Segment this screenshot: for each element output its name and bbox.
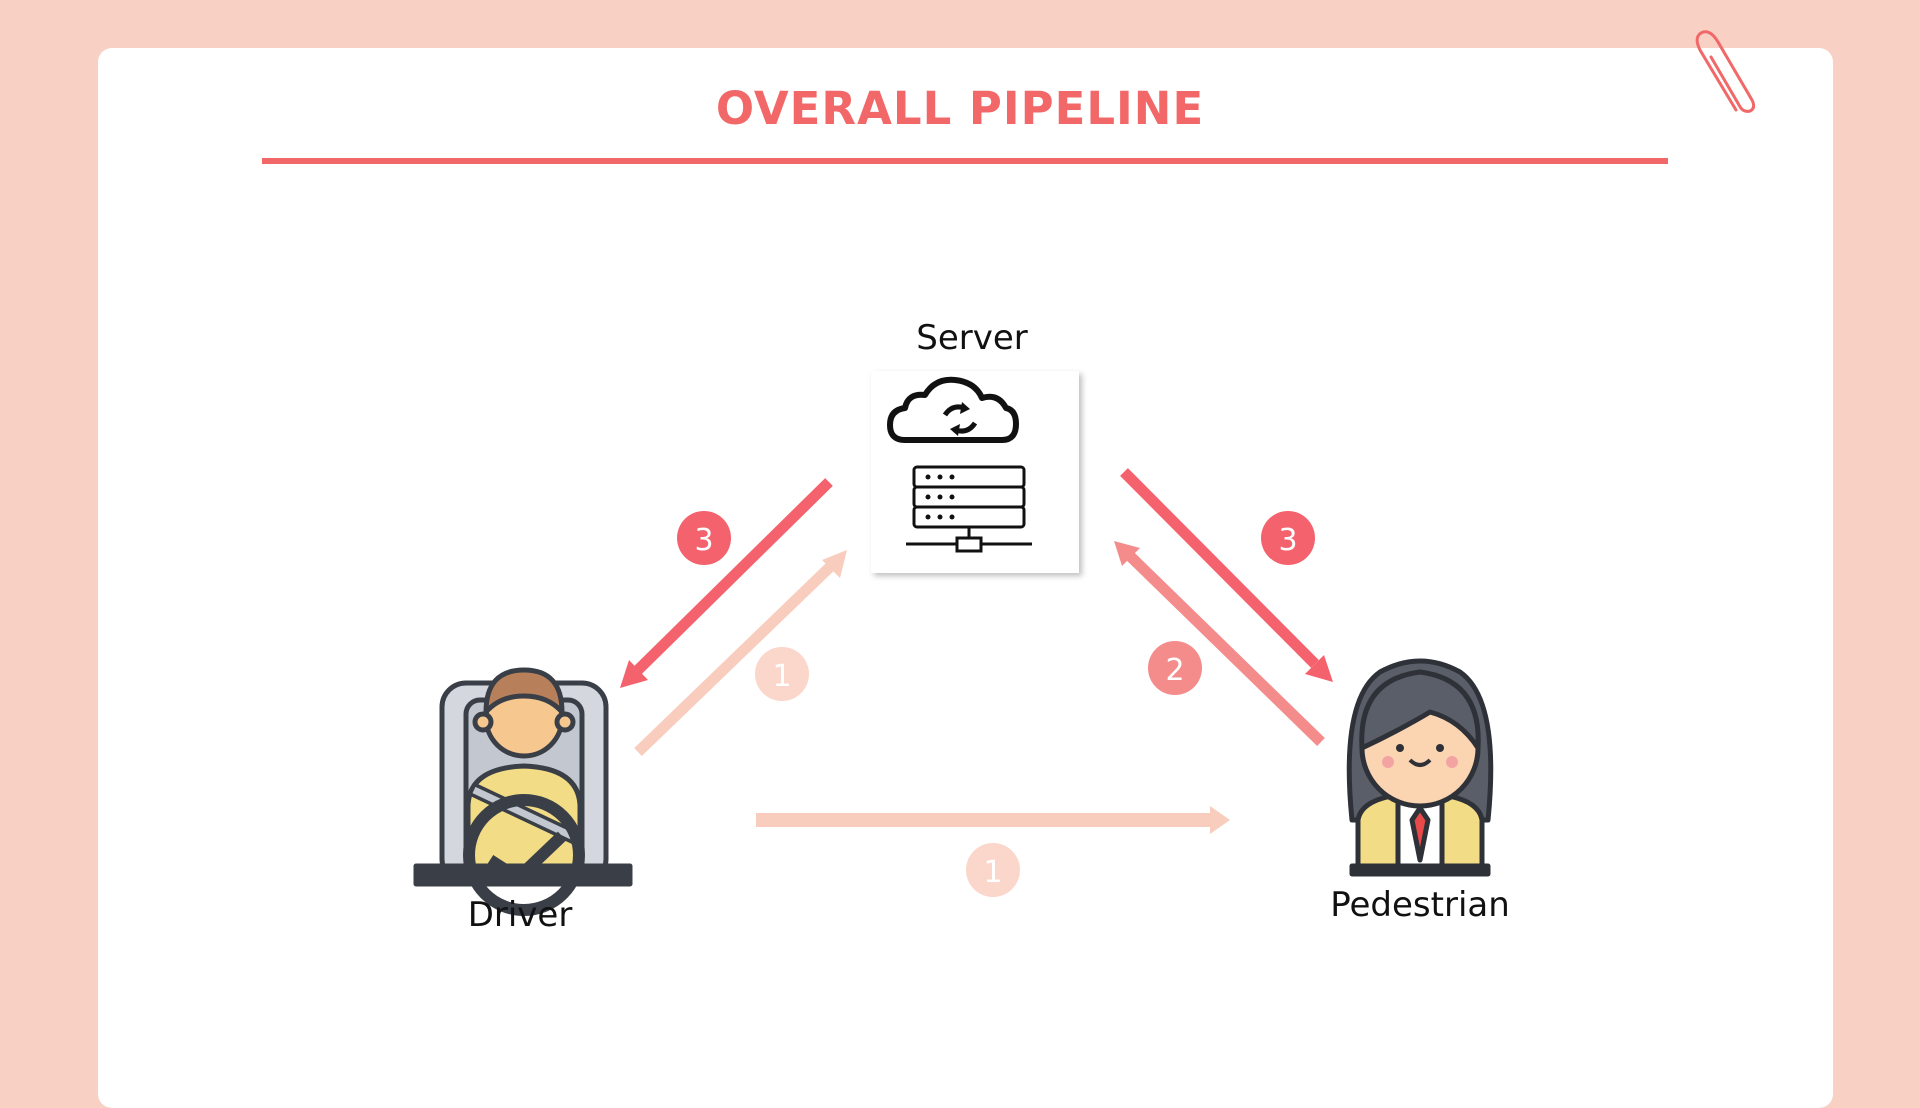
step-badge-driver-to-server: 1 [755, 647, 809, 701]
pedestrian-icon [1346, 658, 1494, 877]
pipeline-diagram: 3 1 3 2 1 [413, 30, 1756, 916]
step-badge-server-to-pedestrian: 3 [1261, 511, 1315, 565]
step-badge-server-to-driver: 3 [677, 511, 731, 565]
arrow-server-to-driver [620, 478, 833, 688]
arrow-server-to-pedestrian [1120, 468, 1333, 682]
server-label: Server [916, 318, 1028, 358]
step-badge-driver-to-pedestrian: 1 [966, 843, 1020, 897]
svg-text:2: 2 [1165, 653, 1184, 688]
paperclip-icon [1695, 30, 1756, 113]
arrow-driver-to-server [634, 550, 847, 756]
slide-card [98, 48, 1833, 1108]
server-icon [871, 371, 1079, 573]
arrow-pedestrian-to-server [1114, 541, 1325, 746]
svg-text:3: 3 [694, 523, 713, 558]
svg-text:1: 1 [772, 659, 791, 694]
pedestrian-label: Pedestrian [1330, 885, 1510, 925]
svg-text:3: 3 [1278, 523, 1297, 558]
driver-label: Driver [467, 895, 573, 935]
svg-text:1: 1 [983, 855, 1002, 890]
title-underline [262, 158, 1668, 164]
slide-title: OVERALL PIPELINE [715, 82, 1205, 135]
driver-icon [413, 667, 633, 916]
arrow-driver-to-pedestrian [756, 806, 1230, 834]
step-badge-pedestrian-to-server: 2 [1148, 641, 1202, 695]
